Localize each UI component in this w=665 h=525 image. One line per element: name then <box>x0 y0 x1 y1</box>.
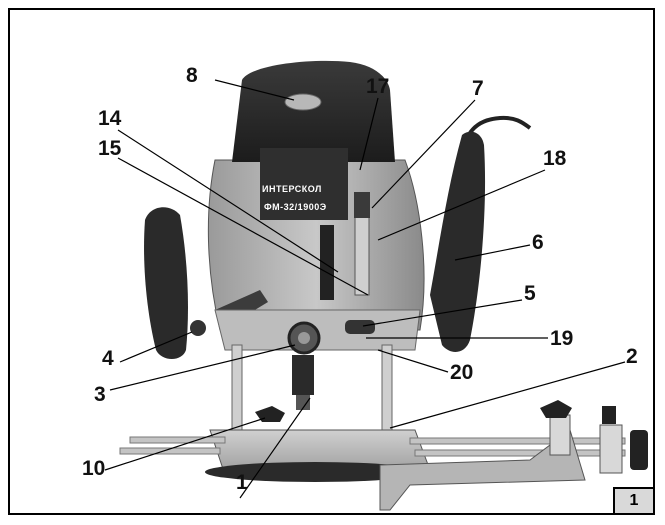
right-handle <box>430 131 486 352</box>
callout-2: 2 <box>626 345 638 368</box>
collet-nut <box>292 355 314 395</box>
depth-knob <box>354 192 370 218</box>
callout-18: 18 <box>543 147 567 170</box>
model-label: ФМ-32/1900Э <box>264 202 327 212</box>
brand-label: ИНТЕРСКОЛ <box>262 184 322 194</box>
callout-6: 6 <box>532 231 544 254</box>
guide-rod-left <box>129 436 226 444</box>
fence-handwheel <box>630 430 648 470</box>
label-plate <box>260 148 348 220</box>
callout-8: 8 <box>186 64 198 87</box>
callout-20: 20 <box>450 361 474 384</box>
figure-frame: ИНТЕРСКОЛ ФМ-32/1900Э 8 17 7 14 15 18 6 … <box>8 8 655 515</box>
callout-5: 5 <box>524 282 536 305</box>
leader-lines <box>104 79 626 499</box>
callout-14: 14 <box>98 107 122 130</box>
callout-3: 3 <box>94 383 106 406</box>
callout-15: 15 <box>98 137 122 160</box>
callout-4: 4 <box>102 347 114 370</box>
callout-10: 10 <box>82 457 106 480</box>
parallel-fence <box>379 429 586 511</box>
guide-column-right <box>381 344 393 436</box>
callout-19: 19 <box>550 327 574 350</box>
callout-17: 17 <box>366 75 390 98</box>
depth-scale <box>320 225 334 300</box>
depth-rod <box>354 209 370 296</box>
lock-knob <box>345 320 375 334</box>
guide-rod-right <box>409 437 626 445</box>
figure-number: 1 <box>613 487 653 513</box>
left-handle <box>144 207 188 359</box>
router-illustration <box>104 60 648 511</box>
callout-7: 7 <box>472 77 484 100</box>
callout-1: 1 <box>236 471 248 494</box>
speed-dial-icon <box>284 93 322 111</box>
motor-cap <box>232 60 395 163</box>
star-knob-icon <box>540 400 572 418</box>
